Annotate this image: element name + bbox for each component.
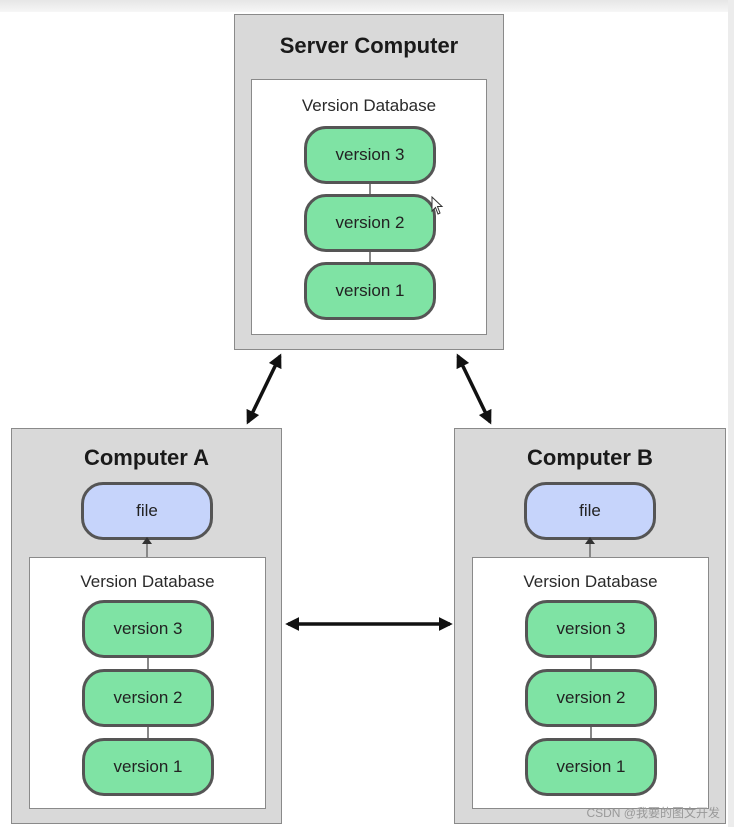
- server-version-database: Version Database version 3 version 2 ver…: [251, 79, 487, 335]
- computer-a-title: Computer A: [83, 445, 210, 470]
- server-computer-box: Server Computer Version Database version…: [234, 14, 504, 350]
- computer-a-version-database: Version Database version 3 version 2 ver…: [29, 557, 266, 809]
- computer-b-title: Computer B: [527, 445, 653, 470]
- computer-a-version-2: version 2: [82, 669, 214, 727]
- watermark: CSDN @我要的图文开发: [586, 806, 720, 820]
- server-version-2: version 2: [304, 194, 436, 252]
- server-computer-title: Server Computer: [279, 33, 459, 58]
- arrow-server-to-computer-a: [246, 353, 282, 425]
- computer-a-version-1: version 1: [82, 738, 214, 796]
- computer-b-file-connector: [589, 543, 591, 557]
- arrow-server-to-computer-b: [456, 353, 492, 425]
- window-right-edge: [728, 0, 734, 827]
- computer-b-version-database: Version Database version 3 version 2 ver…: [472, 557, 709, 809]
- computer-b-version-3: version 3: [525, 600, 657, 658]
- computer-b-version-1: version 1: [525, 738, 657, 796]
- window-top-edge: [0, 0, 734, 12]
- computer-a-box: Computer A file Version Database version…: [11, 428, 282, 824]
- computer-b-version-2: version 2: [525, 669, 657, 727]
- computer-a-file-connector: [146, 543, 148, 557]
- computer-b-file-arrow-head: [585, 537, 595, 544]
- computer-b-box: Computer B file Version Database version…: [454, 428, 726, 824]
- computer-a-version-3: version 3: [82, 600, 214, 658]
- computer-a-file-arrow-head: [142, 537, 152, 544]
- computer-a-db-label: Version Database: [80, 572, 215, 591]
- server-db-label: Version Database: [301, 96, 437, 115]
- mouse-cursor-icon: [431, 196, 444, 215]
- server-version-1: version 1: [304, 262, 436, 320]
- computer-b-db-label: Version Database: [523, 572, 658, 591]
- server-version-3: version 3: [304, 126, 436, 184]
